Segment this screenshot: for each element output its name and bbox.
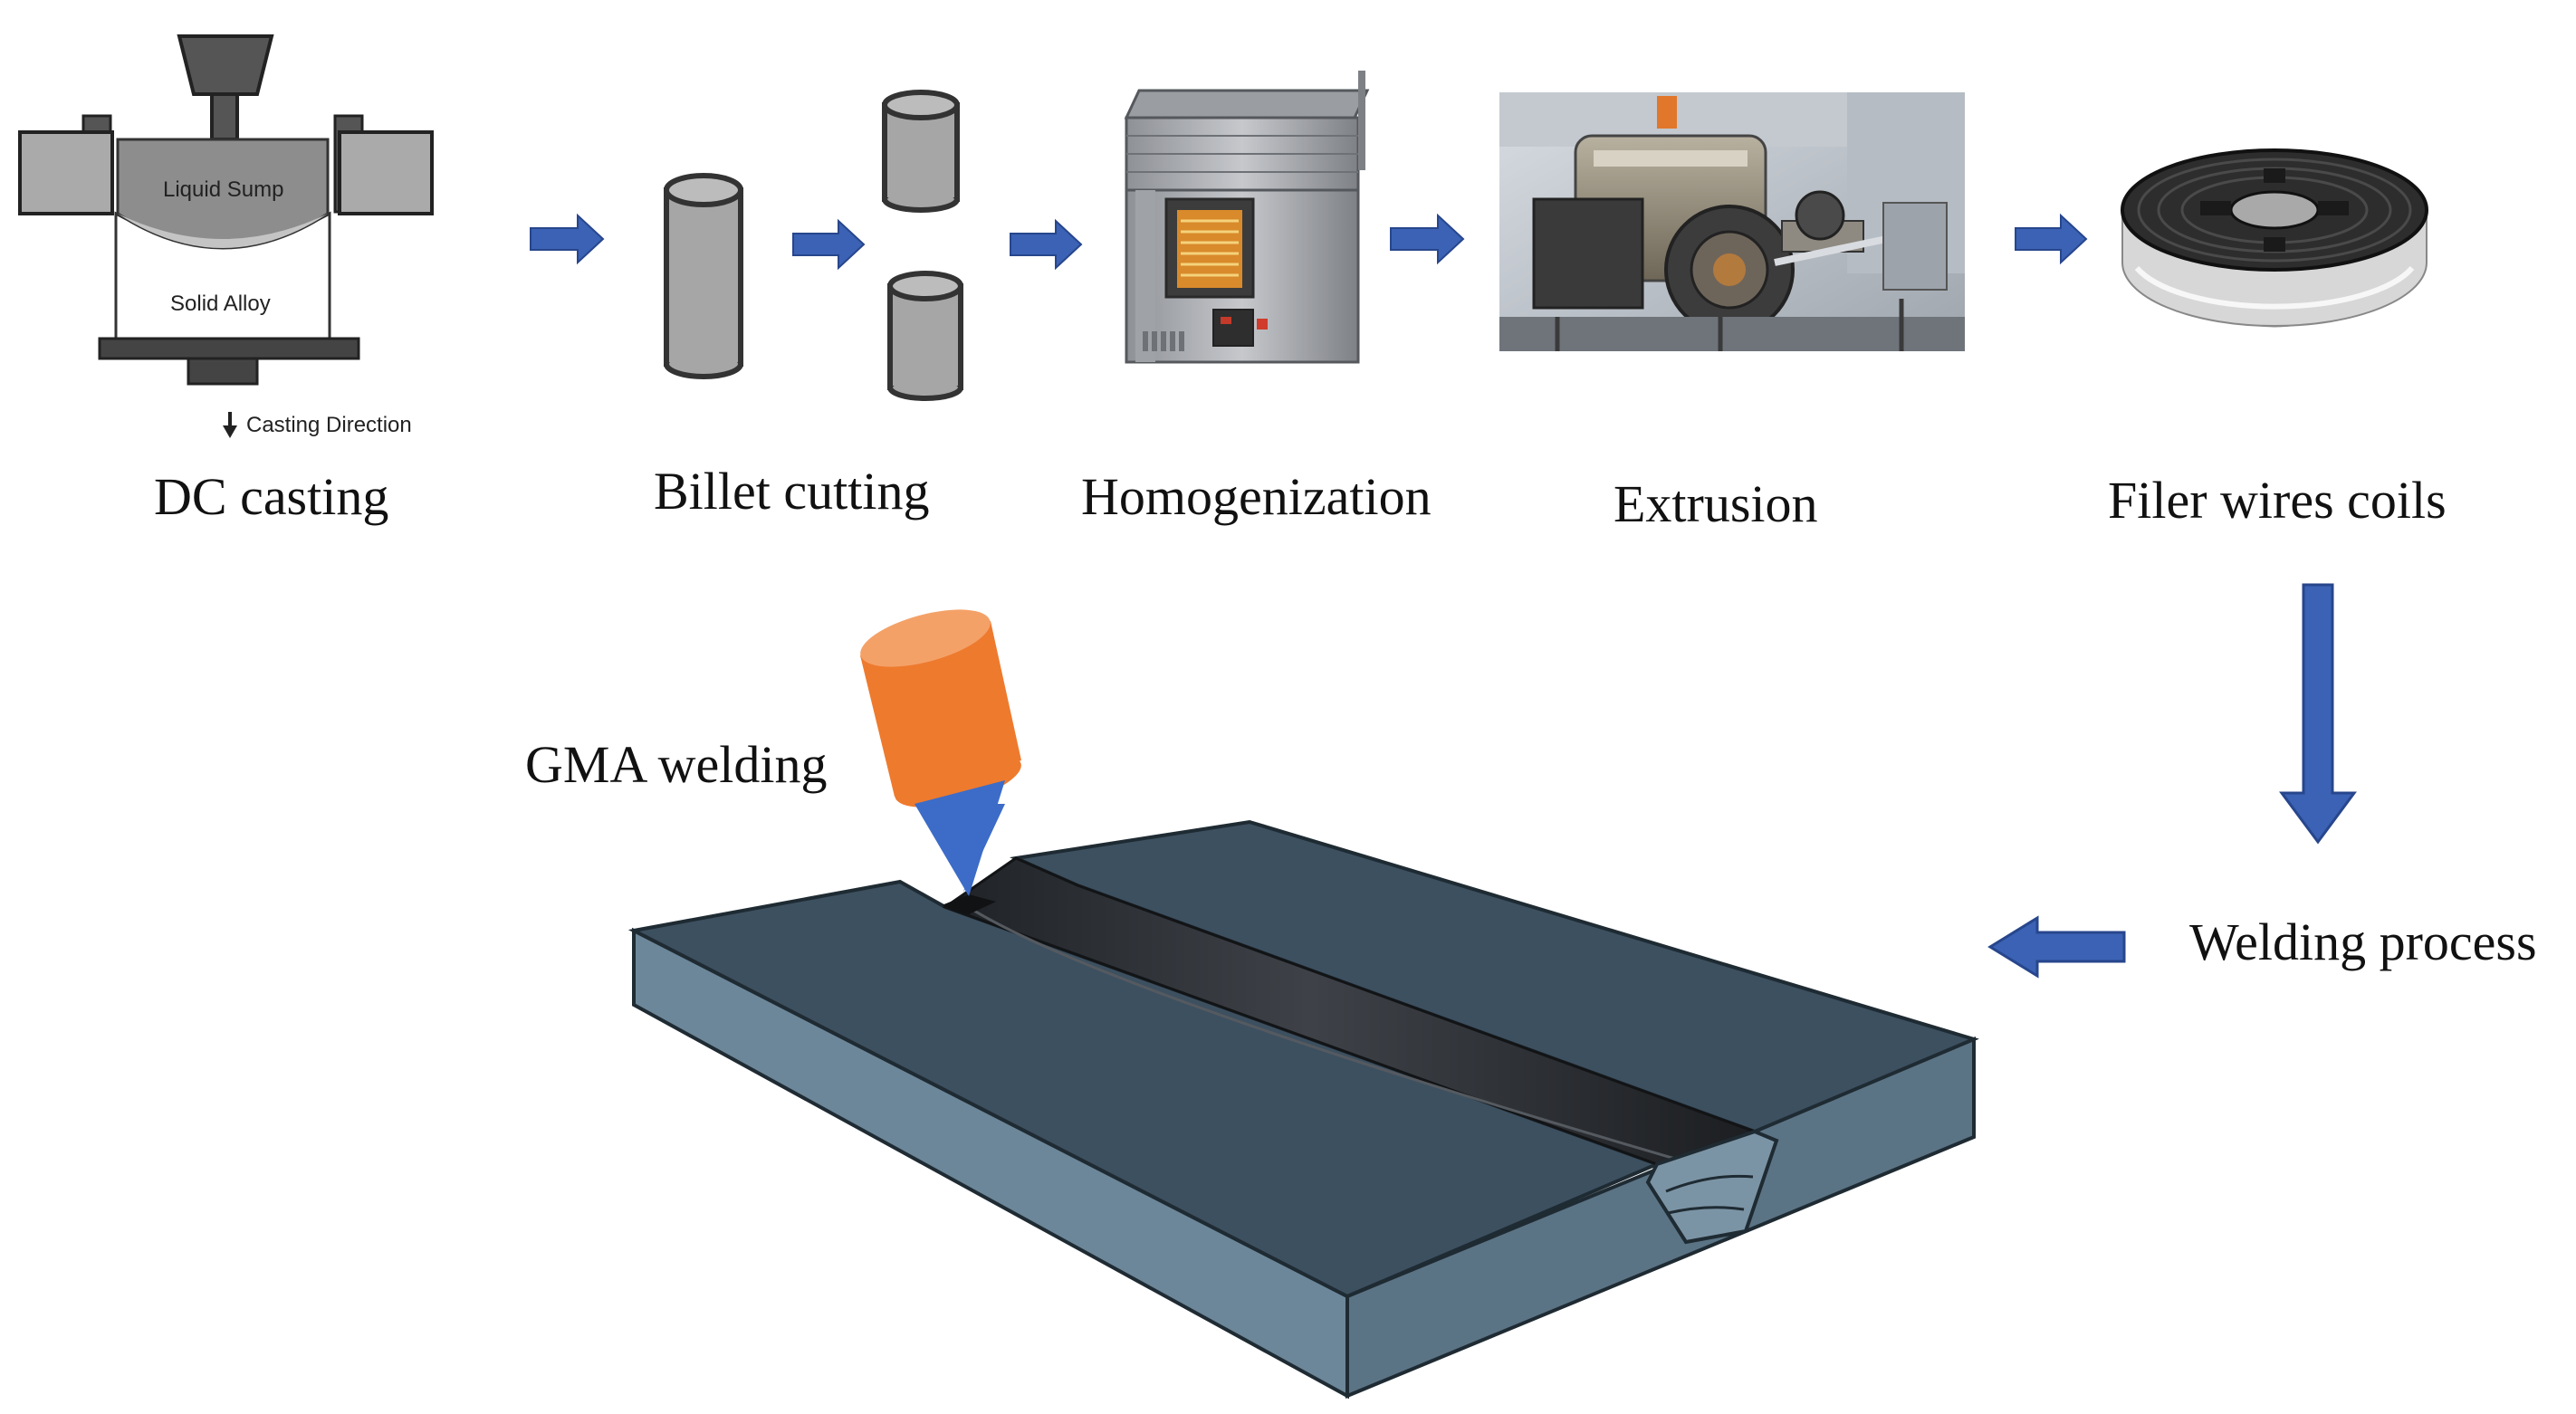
solid-alloy-label: Solid Alloy	[170, 291, 271, 316]
wire-spool-icon	[2121, 148, 2428, 328]
gma-welding-label: GMA welding	[525, 735, 828, 794]
flow-arrow-left	[1987, 915, 2126, 979]
welded-plate-icon	[627, 819, 1979, 1400]
flow-arrow-right	[792, 218, 866, 271]
flow-arrow-right	[2015, 213, 2088, 265]
extrusion-press-icon	[1499, 92, 1965, 351]
welding-process-label: Welding process	[2189, 912, 2537, 971]
step-label-filler-wires: Filer wires coils	[2108, 471, 2447, 530]
step-label-homogenization: Homogenization	[1081, 467, 1432, 526]
dc-casting-mold-icon	[18, 34, 434, 438]
billet-icon	[664, 173, 743, 379]
billet-piece-icon	[882, 90, 960, 213]
liquid-sump-label: Liquid Sump	[163, 177, 284, 202]
welding-torch-icon	[860, 609, 1021, 896]
flow-arrow-down	[2279, 583, 2357, 845]
flow-arrow-right	[1390, 213, 1465, 265]
flow-arrow-right	[530, 213, 605, 265]
flow-arrow-right	[1010, 218, 1083, 271]
furnace-icon	[1124, 71, 1370, 364]
billet-piece-icon	[887, 271, 963, 401]
step-label-billet-cutting: Billet cutting	[654, 462, 930, 521]
step-label-extrusion: Extrusion	[1614, 474, 1818, 533]
step-label-dc-casting: DC casting	[154, 467, 389, 526]
casting-direction-label: Casting Direction	[246, 413, 412, 437]
